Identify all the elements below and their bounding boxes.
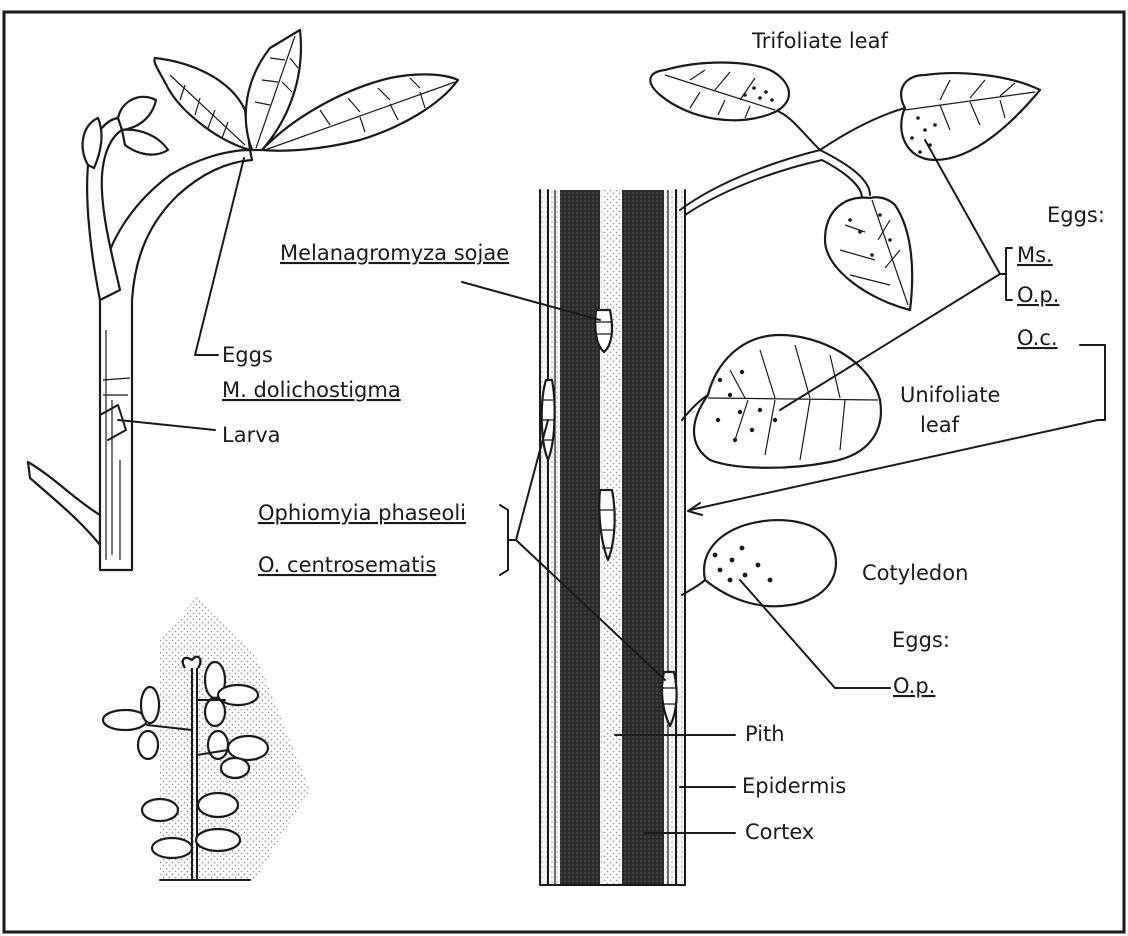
- stem-section: [540, 190, 685, 885]
- eggs-pointer-trifoliate: [925, 140, 1000, 274]
- epidermis-label: Epidermis: [742, 774, 846, 798]
- unifoliate-label-line2: leaf: [920, 413, 960, 437]
- m-dolichostigma-label: M. dolichostigma: [222, 378, 401, 402]
- eggs-cotyledon-label: Eggs:: [892, 628, 950, 652]
- op-label: O.p.: [1017, 283, 1059, 307]
- oc-label: O.c.: [1017, 326, 1058, 350]
- o-centrosematis-label: O. centrosematis: [258, 553, 436, 577]
- melanagromyza-label: Melanagromyza sojae: [280, 241, 509, 265]
- pith-label: Pith: [745, 722, 785, 746]
- leaf-plant-drawing: [650, 63, 1040, 607]
- seedling-drawing: [28, 30, 458, 570]
- cotyledon-label: Cotyledon: [862, 561, 968, 585]
- eggs-label-left: Eggs: [222, 343, 273, 367]
- ms-op-bracket: [1000, 248, 1012, 300]
- unifoliate-label-line1: Unifoliate: [900, 383, 1000, 407]
- ms-label: Ms.: [1017, 243, 1053, 267]
- trifoliate-leaf-label: Trifoliate leaf: [751, 29, 888, 53]
- ophiomyia-bracket: [500, 505, 516, 575]
- larva-label: Larva: [222, 423, 281, 447]
- cortex-label: Cortex: [745, 820, 814, 844]
- op-cotyledon-label: O.p.: [893, 674, 935, 698]
- plant-inset: [103, 595, 310, 880]
- eggs-pointer-line: [195, 158, 244, 355]
- eggs-label-right: Eggs:: [1047, 203, 1105, 227]
- ophiomyia-label: Ophiomyia phaseoli: [258, 501, 466, 525]
